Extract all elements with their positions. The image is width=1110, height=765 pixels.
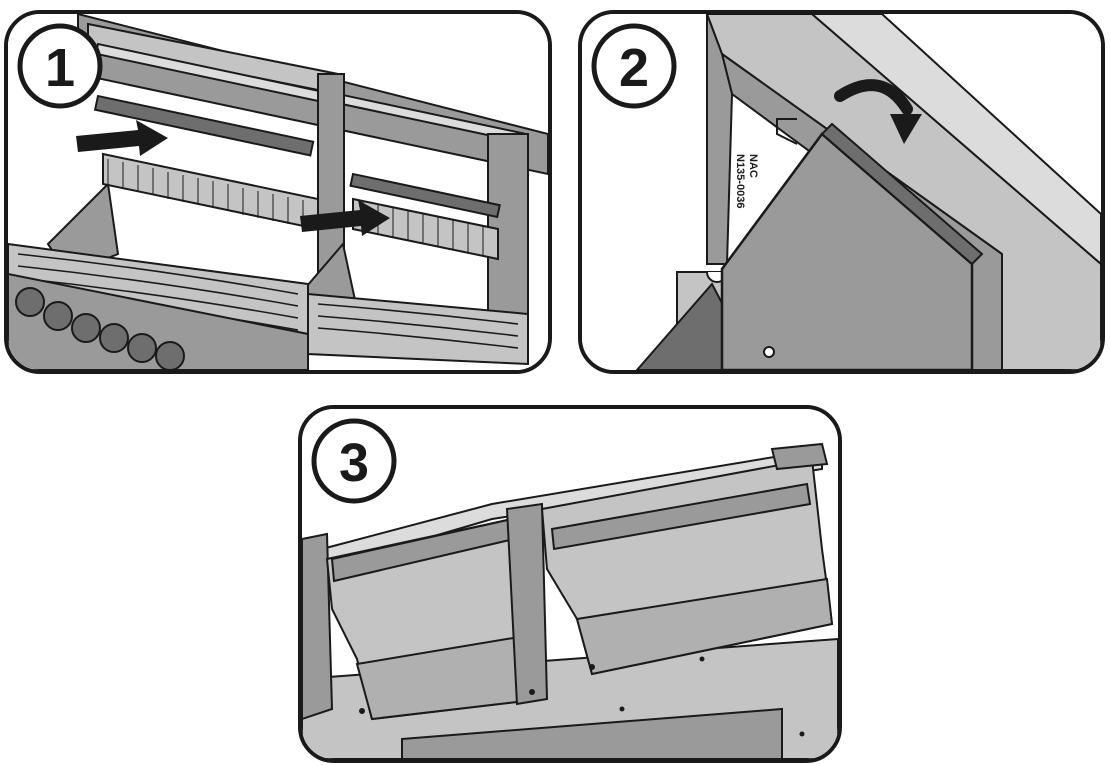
step-2-panel: NAC N135-0036 2 (578, 10, 1105, 374)
rotate-arrow-icon (834, 79, 922, 144)
step-number-badge (591, 23, 677, 109)
step-number-badge (17, 23, 103, 109)
step-number: 2 (619, 38, 649, 98)
install-arrow-icon (300, 200, 390, 236)
step-number: 1 (45, 38, 75, 98)
step-1-panel: 1 (4, 10, 552, 374)
step-number-badge (311, 418, 397, 504)
step-1-illustration: 1 (8, 14, 548, 370)
step-3-illustration: 3 (302, 409, 838, 759)
part-label-line1: NAC (747, 154, 759, 178)
part-label-line2: N135-0036 (734, 154, 746, 208)
step-2-illustration: NAC N135-0036 2 (582, 14, 1101, 370)
step-3-panel: 3 (298, 405, 842, 763)
step-number: 3 (339, 433, 369, 493)
install-arrow-icon (76, 120, 168, 156)
